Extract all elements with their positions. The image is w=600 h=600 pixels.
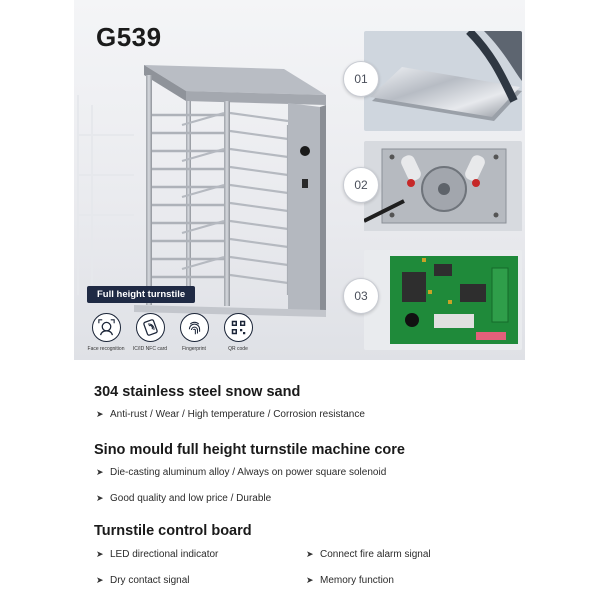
arrow-icon: ➤: [96, 575, 104, 585]
section-title: Turnstile control board: [94, 523, 252, 539]
arrow-icon: ➤: [306, 549, 314, 559]
nfc-card-icon: [135, 313, 165, 342]
arrow-icon: ➤: [96, 467, 104, 477]
mode-label: IC/ID NFC card: [132, 346, 168, 352]
mode-face: Face recognition: [84, 313, 128, 352]
mode-label: QR code: [228, 346, 248, 352]
bullet: ➤ Memory function: [306, 575, 394, 586]
section-title: Sino mould full height turnstile machine…: [94, 442, 405, 458]
arrow-icon: ➤: [96, 409, 104, 419]
bullet-text: Die-casting aluminum alloy / Always on p…: [110, 467, 387, 478]
feature-number: 02: [343, 167, 379, 203]
fingerprint-icon: [179, 313, 209, 342]
section-title: 304 stainless steel snow sand: [94, 384, 301, 400]
bullet: ➤ Connect fire alarm signal: [306, 549, 431, 560]
bullet: ➤ Die-casting aluminum alloy / Always on …: [96, 467, 386, 478]
product-tag: Full height turnstile: [87, 286, 196, 303]
verification-modes: Face recognition IC/ID NFC card Fingerpr…: [84, 313, 264, 359]
bullet-text: Good quality and low price / Durable: [110, 493, 272, 504]
bullet-text: Memory function: [320, 575, 394, 586]
feature-image-stainless-steel: [364, 31, 522, 131]
qr-code-icon: [223, 313, 253, 342]
feature-number: 01: [343, 61, 379, 97]
bullet: ➤ Dry contact signal: [96, 575, 189, 586]
model-title: G539: [96, 22, 162, 52]
mode-qr: QR code: [216, 313, 260, 352]
mode-fingerprint: Fingerprint: [172, 313, 216, 352]
feature-image-machine-core: [364, 141, 522, 241]
bullet: ➤ Good quality and low price / Durable: [96, 493, 271, 504]
mode-card: IC/ID NFC card: [128, 313, 172, 352]
mode-label: Fingerprint: [182, 346, 206, 352]
bullet: ➤ LED directional indicator: [96, 549, 218, 560]
mode-label: Face recognition: [87, 346, 125, 352]
arrow-icon: ➤: [306, 575, 314, 585]
arrow-icon: ➤: [96, 549, 104, 559]
bullet-text: LED directional indicator: [110, 549, 219, 560]
face-recognition-icon: [91, 313, 121, 342]
bullet-text: Dry contact signal: [110, 575, 190, 586]
feature-number: 03: [343, 278, 379, 314]
turnstile-image: [77, 65, 326, 317]
arrow-icon: ➤: [96, 493, 104, 503]
bullet-text: Anti-rust / Wear / High temperature / Co…: [110, 409, 365, 420]
bullet-text: Connect fire alarm signal: [320, 549, 431, 560]
bullet: ➤ Anti-rust / Wear / High temperature / C…: [96, 409, 365, 420]
feature-image-control-board: [364, 250, 522, 350]
